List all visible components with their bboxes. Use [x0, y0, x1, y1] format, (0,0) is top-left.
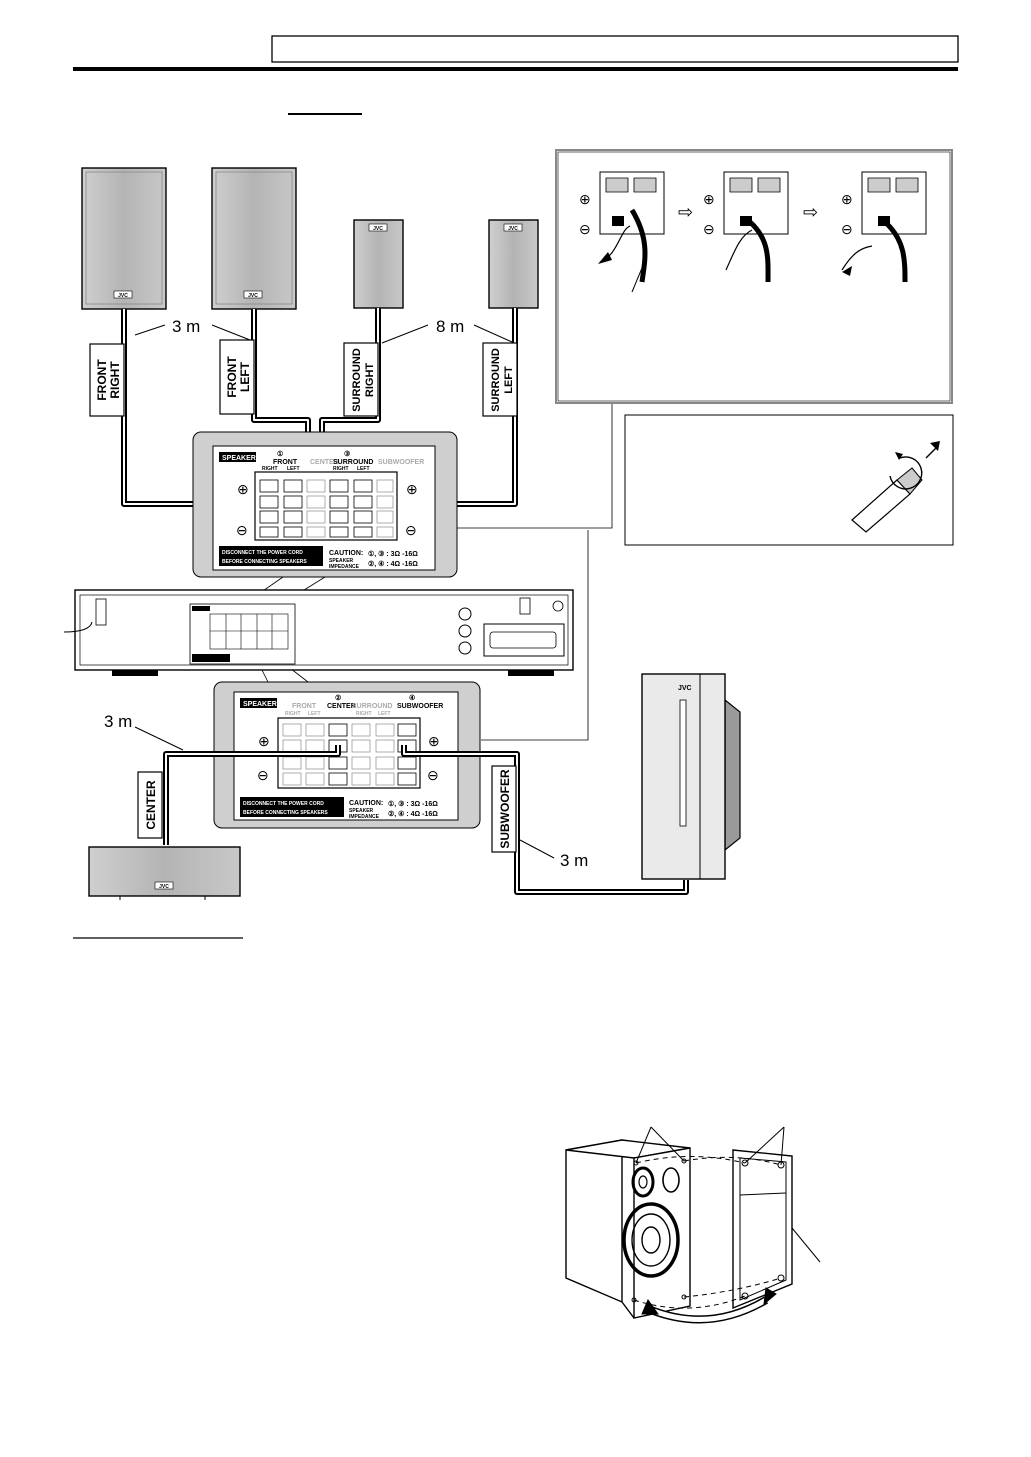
svg-text:⊕: ⊕ [579, 191, 591, 207]
terminal-step-3: ⊕ ⊖ [841, 171, 927, 283]
svg-text:JVC: JVC [248, 293, 258, 299]
svg-text:BEFORE CONNECTING SPEAKERS: BEFORE CONNECTING SPEAKERS [222, 559, 307, 565]
surround-left-speaker: JVC [488, 219, 539, 309]
svg-text:⊕: ⊕ [237, 481, 249, 497]
svg-text:RIGHT: RIGHT [333, 466, 349, 472]
svg-text:RIGHT: RIGHT [262, 466, 278, 472]
grille-removal-illustration [565, 1126, 821, 1324]
svg-text:CENTER: CENTER [144, 780, 158, 830]
svg-text:LEFT: LEFT [308, 711, 321, 717]
terminal-step-2: ⊕ ⊖ [703, 171, 789, 283]
svg-text:LEFT: LEFT [357, 466, 370, 472]
tag-center: CENTER [137, 771, 163, 839]
svg-text:⊖: ⊖ [427, 767, 439, 783]
tag-surround-left: SURROUND LEFT [482, 342, 518, 417]
tag-front-right: FRONT RIGHT [89, 343, 125, 417]
step-arrow-2: ⇨ [803, 202, 818, 222]
center-speaker: JVC [88, 846, 241, 900]
svg-text:SPEAKER: SPEAKER [329, 558, 354, 564]
svg-text:⊖: ⊖ [703, 221, 715, 237]
speaker-cables-bottom [163, 745, 689, 895]
subwoofer-unit: JVC [641, 673, 741, 880]
svg-text:LEFT: LEFT [238, 361, 252, 392]
svg-text:SURROUND: SURROUND [352, 703, 392, 710]
svg-text:RIGHT: RIGHT [285, 711, 301, 717]
surround-cable-length: 8 m [436, 317, 464, 336]
svg-text:⊖: ⊖ [236, 522, 248, 538]
svg-text:RIGHT: RIGHT [108, 361, 122, 399]
header-box [271, 35, 959, 63]
svg-text:①: ① [277, 450, 283, 458]
svg-text:SUBWOOFER: SUBWOOFER [378, 459, 424, 466]
svg-text:①, ③ : 3Ω -16Ω: ①, ③ : 3Ω -16Ω [388, 800, 438, 808]
tag-surround-right: SURROUND RIGHT [343, 342, 379, 417]
svg-text:⊖: ⊖ [257, 767, 269, 783]
svg-text:⊖: ⊖ [405, 522, 417, 538]
svg-text:LEFT: LEFT [378, 711, 391, 717]
svg-text:CAUTION:: CAUTION: [329, 550, 363, 557]
svg-text:SUBWOOFER: SUBWOOFER [498, 769, 512, 849]
svg-text:IMPEDANCE: IMPEDANCE [349, 814, 380, 820]
tweeter [631, 1166, 655, 1198]
svg-text:②, ④ : 4Ω -16Ω: ②, ④ : 4Ω -16Ω [368, 560, 418, 568]
terminal-step-1: ⊕ ⊖ [579, 171, 665, 283]
svg-text:RIGHT: RIGHT [356, 711, 372, 717]
svg-text:SPEAKER: SPEAKER [349, 808, 374, 814]
svg-text:CENTER: CENTER [327, 703, 356, 710]
svg-text:FRONT: FRONT [95, 359, 109, 401]
svg-text:LEFT: LEFT [503, 366, 515, 394]
surround-right-speaker: JVC [353, 219, 404, 309]
svg-text:②: ② [335, 694, 341, 702]
svg-text:⊖: ⊖ [579, 221, 591, 237]
svg-text:SURROUND: SURROUND [490, 348, 502, 412]
svg-text:FRONT: FRONT [273, 459, 298, 466]
front-cable-length: 3 m [172, 317, 200, 336]
svg-text:SURROUND: SURROUND [333, 459, 373, 466]
svg-text:SPEAKERS: SPEAKERS [222, 455, 261, 462]
svg-text:JVC: JVC [118, 293, 128, 299]
svg-text:SURROUND: SURROUND [351, 348, 363, 412]
svg-text:CENTER: CENTER [310, 459, 339, 466]
svg-text:RIGHT: RIGHT [364, 363, 376, 398]
svg-text:⊖: ⊖ [841, 221, 853, 237]
header-rule [73, 67, 958, 71]
speaker-panel-top: SPEAKERS ① FRONT RIGHT LEFT CENTER ③ SUR… [192, 431, 458, 578]
front-right-speaker: JVC [81, 167, 167, 310]
svg-text:⊕: ⊕ [428, 733, 440, 749]
svg-text:CAUTION:: CAUTION: [349, 800, 383, 807]
svg-text:JVC: JVC [508, 226, 518, 232]
svg-text:⊕: ⊕ [703, 191, 715, 207]
center-cable-length: 3 m [104, 712, 132, 731]
svg-text:①, ③ : 3Ω -16Ω: ①, ③ : 3Ω -16Ω [368, 550, 418, 558]
svg-text:JVC: JVC [373, 226, 383, 232]
svg-text:LEFT: LEFT [287, 466, 300, 472]
tag-front-left: FRONT LEFT [219, 339, 255, 415]
woofer [622, 1202, 680, 1278]
step-arrow-1: ⇨ [678, 202, 693, 222]
subwoofer-cable-length: 3 m [560, 851, 588, 870]
svg-text:②, ④ : 4Ω -16Ω: ②, ④ : 4Ω -16Ω [388, 810, 438, 818]
svg-text:⊕: ⊕ [841, 191, 853, 207]
svg-text:BEFORE CONNECTING SPEAKERS: BEFORE CONNECTING SPEAKERS [243, 810, 328, 816]
svg-text:FRONT: FRONT [225, 356, 239, 398]
svg-text:⊕: ⊕ [406, 481, 418, 497]
svg-text:③: ③ [344, 450, 350, 458]
svg-text:④: ④ [409, 694, 415, 702]
svg-text:IMPEDANCE: IMPEDANCE [329, 564, 360, 570]
svg-text:FRONT: FRONT [292, 703, 317, 710]
cord-preparation-box [624, 414, 954, 546]
svg-text:SPEAKERS: SPEAKERS [243, 701, 282, 708]
receiver-unit [63, 589, 574, 676]
svg-text:DISCONNECT THE POWER CORD: DISCONNECT THE POWER CORD [222, 550, 303, 556]
terminal-instructions-box: ⊕ ⊖ ⇨ ⊕ ⊖ ⇨ ⊕ ⊖ [555, 149, 953, 404]
svg-text:SUBWOOFER: SUBWOOFER [397, 703, 443, 710]
svg-text:JVC: JVC [159, 884, 169, 890]
svg-text:JVC: JVC [678, 685, 692, 692]
tag-subwoofer: SUBWOOFER [491, 765, 517, 853]
svg-text:DISCONNECT THE POWER CORD: DISCONNECT THE POWER CORD [243, 801, 324, 807]
front-left-speaker: JVC [211, 167, 297, 310]
svg-text:⊕: ⊕ [258, 733, 270, 749]
